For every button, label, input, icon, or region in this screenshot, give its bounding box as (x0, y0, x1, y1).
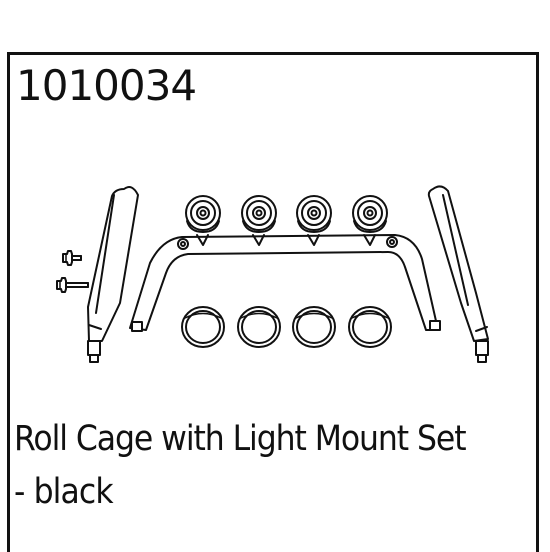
roll-bar-right (427, 185, 489, 363)
product-color-variant: - black (14, 472, 114, 512)
screw-short (62, 250, 82, 266)
light-housing-4 (352, 195, 388, 233)
lens-ring-1 (181, 306, 225, 348)
lens-ring-3 (292, 306, 336, 348)
light-housing-1 (185, 195, 221, 233)
product-card: 1010034 (7, 52, 539, 552)
parts-drawing (56, 185, 489, 363)
light-housing-3 (296, 195, 332, 233)
lens-ring-4 (348, 306, 392, 348)
screw-long (56, 277, 89, 293)
light-mount-bar (129, 234, 441, 332)
roll-bar-left (87, 186, 139, 363)
light-housing-2 (241, 195, 277, 233)
lens-ring-2 (237, 306, 281, 348)
part-number: 1010034 (16, 61, 197, 110)
product-title: Roll Cage with Light Mount Set (14, 419, 467, 459)
